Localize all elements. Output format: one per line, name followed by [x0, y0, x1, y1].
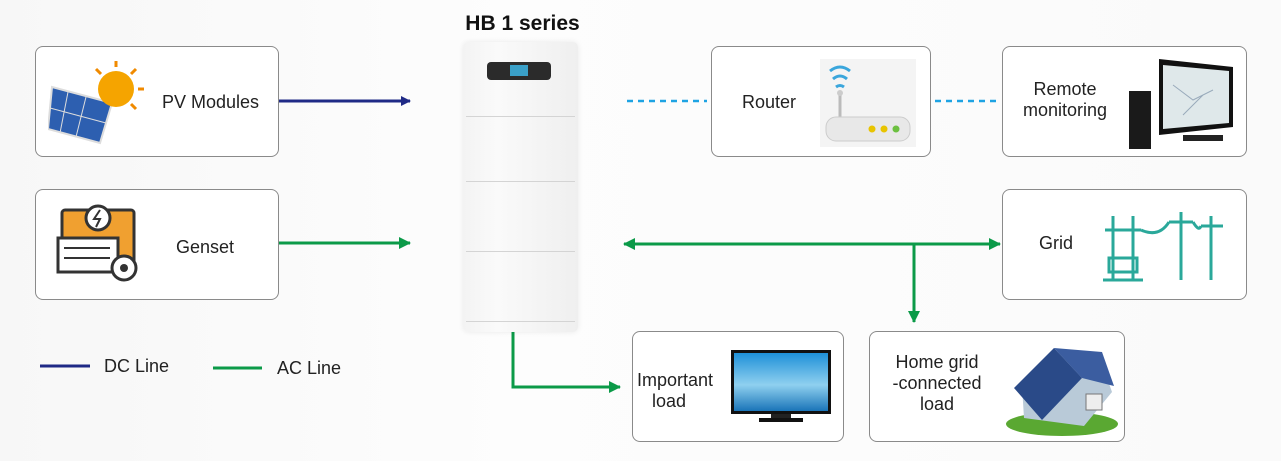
power-pylon-icon	[1103, 212, 1223, 282]
house-icon	[1006, 348, 1118, 436]
tv-icon	[731, 350, 831, 422]
legend-dc-label: DC Line	[104, 356, 170, 376]
router-node: Router	[711, 46, 931, 157]
grid-node: Grid	[1002, 189, 1247, 300]
home-load-node: Home grid -connected load	[869, 331, 1125, 442]
legend-ac-label: AC Line	[277, 358, 342, 378]
router-label: Router	[742, 92, 797, 112]
display-panel	[487, 62, 551, 80]
home-label-line3: load	[919, 394, 955, 414]
solar-panel-icon	[48, 61, 144, 145]
home-label-line2: -connected	[892, 373, 982, 393]
computer-icon	[1129, 59, 1233, 149]
home-label-line1: Home grid	[895, 352, 979, 372]
grid-label: Grid	[1039, 233, 1074, 253]
genset-label: Genset	[176, 237, 235, 257]
remote-label-line1: Remote	[1033, 79, 1097, 99]
important-load-node: Important load	[632, 331, 844, 442]
generator-icon	[56, 204, 138, 282]
important-load-label: Important load	[637, 370, 714, 412]
important-load-line1: Important	[637, 370, 714, 390]
remote-monitoring-node: Remote monitoring	[1002, 46, 1247, 157]
ac-line-important-load	[511, 332, 621, 393]
home-load-label: Home grid -connected load	[880, 352, 994, 415]
important-load-line2: load	[651, 391, 687, 411]
display-screen	[510, 65, 528, 76]
device-title: HB 1 series	[465, 12, 580, 35]
pv-modules-label: PV Modules	[162, 92, 260, 112]
remote-monitoring-label: Remote monitoring	[1015, 79, 1115, 121]
pv-modules-node: PV Modules	[35, 46, 279, 157]
router-icon	[820, 59, 916, 147]
genset-node: Genset	[35, 189, 279, 300]
remote-label-line2: monitoring	[1022, 100, 1108, 120]
hb1-inverter-battery	[463, 42, 578, 332]
